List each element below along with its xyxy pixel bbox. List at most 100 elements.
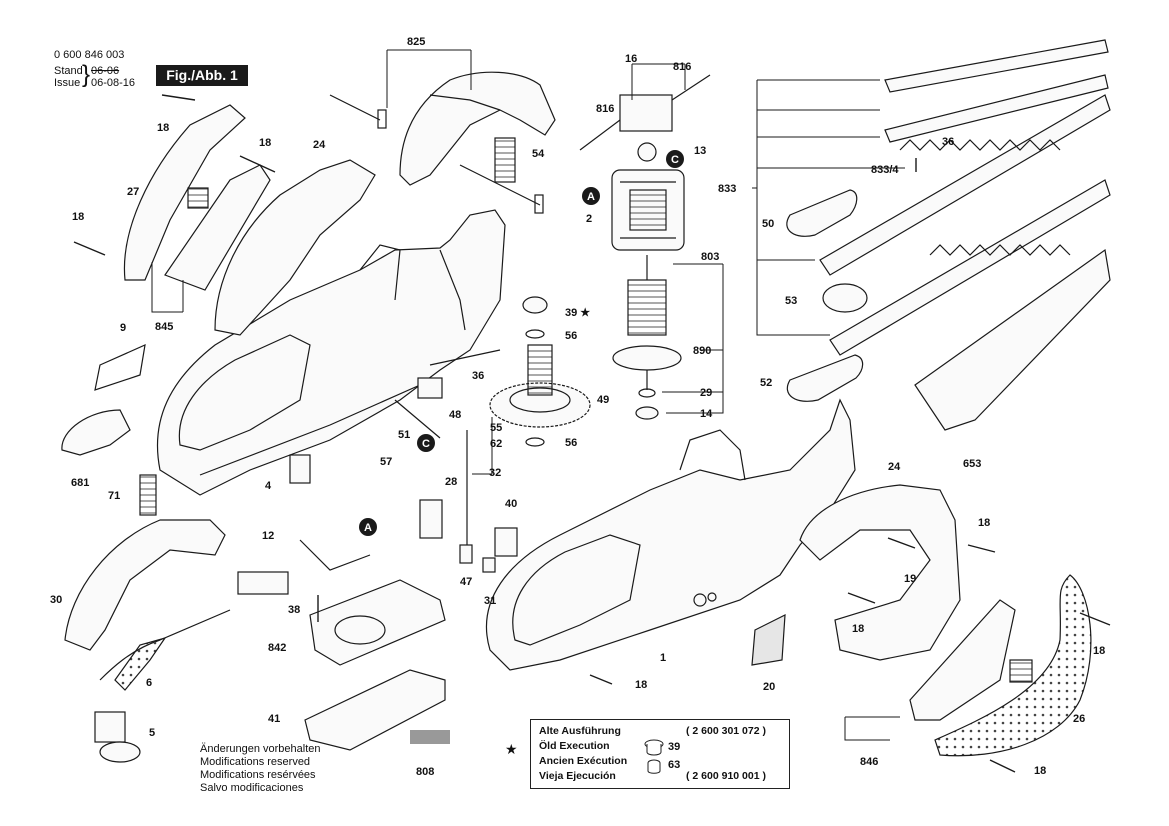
plate-50: [786, 189, 858, 237]
callout-32: 32: [489, 467, 501, 479]
star-icon: ★: [505, 741, 518, 757]
callout-28: 28: [445, 476, 457, 488]
callout-54: 54: [532, 148, 545, 160]
plate-52: [786, 354, 864, 402]
callout-52: 52: [760, 377, 772, 389]
callout-55: 55: [490, 422, 502, 434]
marker-a-text: A: [587, 191, 595, 203]
blade-guard: [914, 248, 1111, 431]
carbon-brush-left: [579, 119, 621, 151]
callout-50: 50: [762, 218, 774, 230]
handle-grip: [164, 164, 271, 291]
stand-value: 06-06: [91, 65, 120, 77]
bushing-old-icon: [644, 739, 664, 756]
callout-53: 53: [785, 295, 797, 307]
label-20: [751, 613, 786, 666]
callout-5: 5: [149, 727, 155, 739]
bushing-new-icon: [647, 759, 661, 774]
stand-label: Stand: [54, 65, 83, 77]
callout-27: 27: [127, 186, 139, 198]
callout-1: 1: [660, 652, 666, 664]
housing-right-half: [485, 398, 856, 671]
callout-39: 39 ★: [565, 307, 590, 319]
handle-cover: [329, 71, 556, 214]
callout-24: 24: [888, 461, 901, 473]
note-line: Änderungen vorbehalten: [200, 743, 321, 755]
bow-handle-half: [123, 104, 246, 281]
callout-19: 19: [904, 573, 916, 585]
callout-26: 26: [1073, 713, 1085, 725]
legend-part-old: 39: [668, 741, 681, 753]
marker-c-text: C: [671, 154, 679, 166]
callout-890: 890: [693, 345, 711, 357]
nameplate-9: [94, 343, 146, 391]
callout-62: 62: [490, 438, 502, 450]
armature: [612, 255, 682, 420]
callout-842: 842: [268, 642, 286, 654]
callout-71: 71: [108, 490, 120, 502]
callout-18: 18: [1034, 765, 1046, 777]
legend-line: Ancien Exécution: [539, 755, 628, 767]
callout-12: 12: [262, 530, 274, 542]
callout-833-4: 833/4: [871, 164, 899, 176]
brace-icon: }: [82, 61, 91, 88]
marker-a-text: A: [364, 522, 372, 534]
housing-left-half: [156, 209, 506, 496]
callout-808: 808: [416, 766, 434, 778]
stator-field: [611, 169, 685, 251]
legend-part-new: 63: [668, 759, 681, 771]
base-plate-41: [304, 669, 446, 751]
spring-71: [139, 474, 157, 516]
callout-18: 18: [72, 211, 84, 223]
marker-C-icon: [417, 150, 684, 452]
spring-846: [1009, 659, 1033, 683]
callout-29: 29: [700, 387, 712, 399]
callout-36: 36: [942, 136, 954, 148]
part-31: [482, 557, 496, 573]
callout-653: 653: [963, 458, 981, 470]
callout-18: 18: [157, 122, 169, 134]
cutter-blades: [819, 39, 1111, 356]
rod-36: [429, 349, 501, 366]
note-line: Modifications reserved: [200, 756, 311, 768]
part-48: [417, 377, 443, 399]
callout-681: 681: [71, 477, 89, 489]
marker-A-icon: [359, 187, 600, 536]
callout-803: 803: [701, 251, 719, 263]
cord-clamp: [94, 711, 126, 743]
legend-line: Alte Ausführung: [539, 725, 621, 737]
part-47: [459, 544, 473, 564]
callout-9: 9: [120, 322, 126, 334]
legend-code-old: ( 2 600 301 072 ): [686, 725, 766, 737]
callout-846: 846: [860, 756, 878, 768]
callout-labels: 825 16 816 816 18 27 18 24 54 13 2 18 84…: [50, 36, 1105, 778]
cover-681: [61, 409, 131, 456]
callout-56: 56: [565, 330, 577, 342]
callout-18: 18: [635, 679, 647, 691]
part-28: [419, 499, 443, 539]
switch-12: [237, 571, 289, 595]
note-line: Salvo modificaciones: [200, 782, 304, 794]
callout-18: 18: [259, 137, 271, 149]
callout-4: 4: [265, 480, 272, 492]
callout-38: 38: [288, 604, 300, 616]
screws: [73, 94, 1111, 773]
switch-wires: [299, 539, 371, 571]
callout-16: 16: [625, 53, 637, 65]
callout-30: 30: [50, 594, 62, 606]
callout-18: 18: [852, 623, 864, 635]
handle-half-upper: [214, 159, 376, 336]
callout-825: 825: [407, 36, 425, 48]
spring: [494, 137, 516, 183]
document-number: 0 600 846 003: [54, 49, 125, 61]
issue-value: 06-08-16: [91, 77, 136, 89]
legend-code-new: ( 2 600 910 001 ): [686, 770, 766, 782]
callout-36: 36: [472, 370, 484, 382]
callout-18: 18: [1093, 645, 1105, 657]
front-handle: [64, 519, 226, 651]
callout-18: 18: [978, 517, 990, 529]
callout-13: 13: [694, 145, 706, 157]
issue-label: Issue: [54, 77, 81, 89]
callout-57: 57: [380, 456, 392, 468]
